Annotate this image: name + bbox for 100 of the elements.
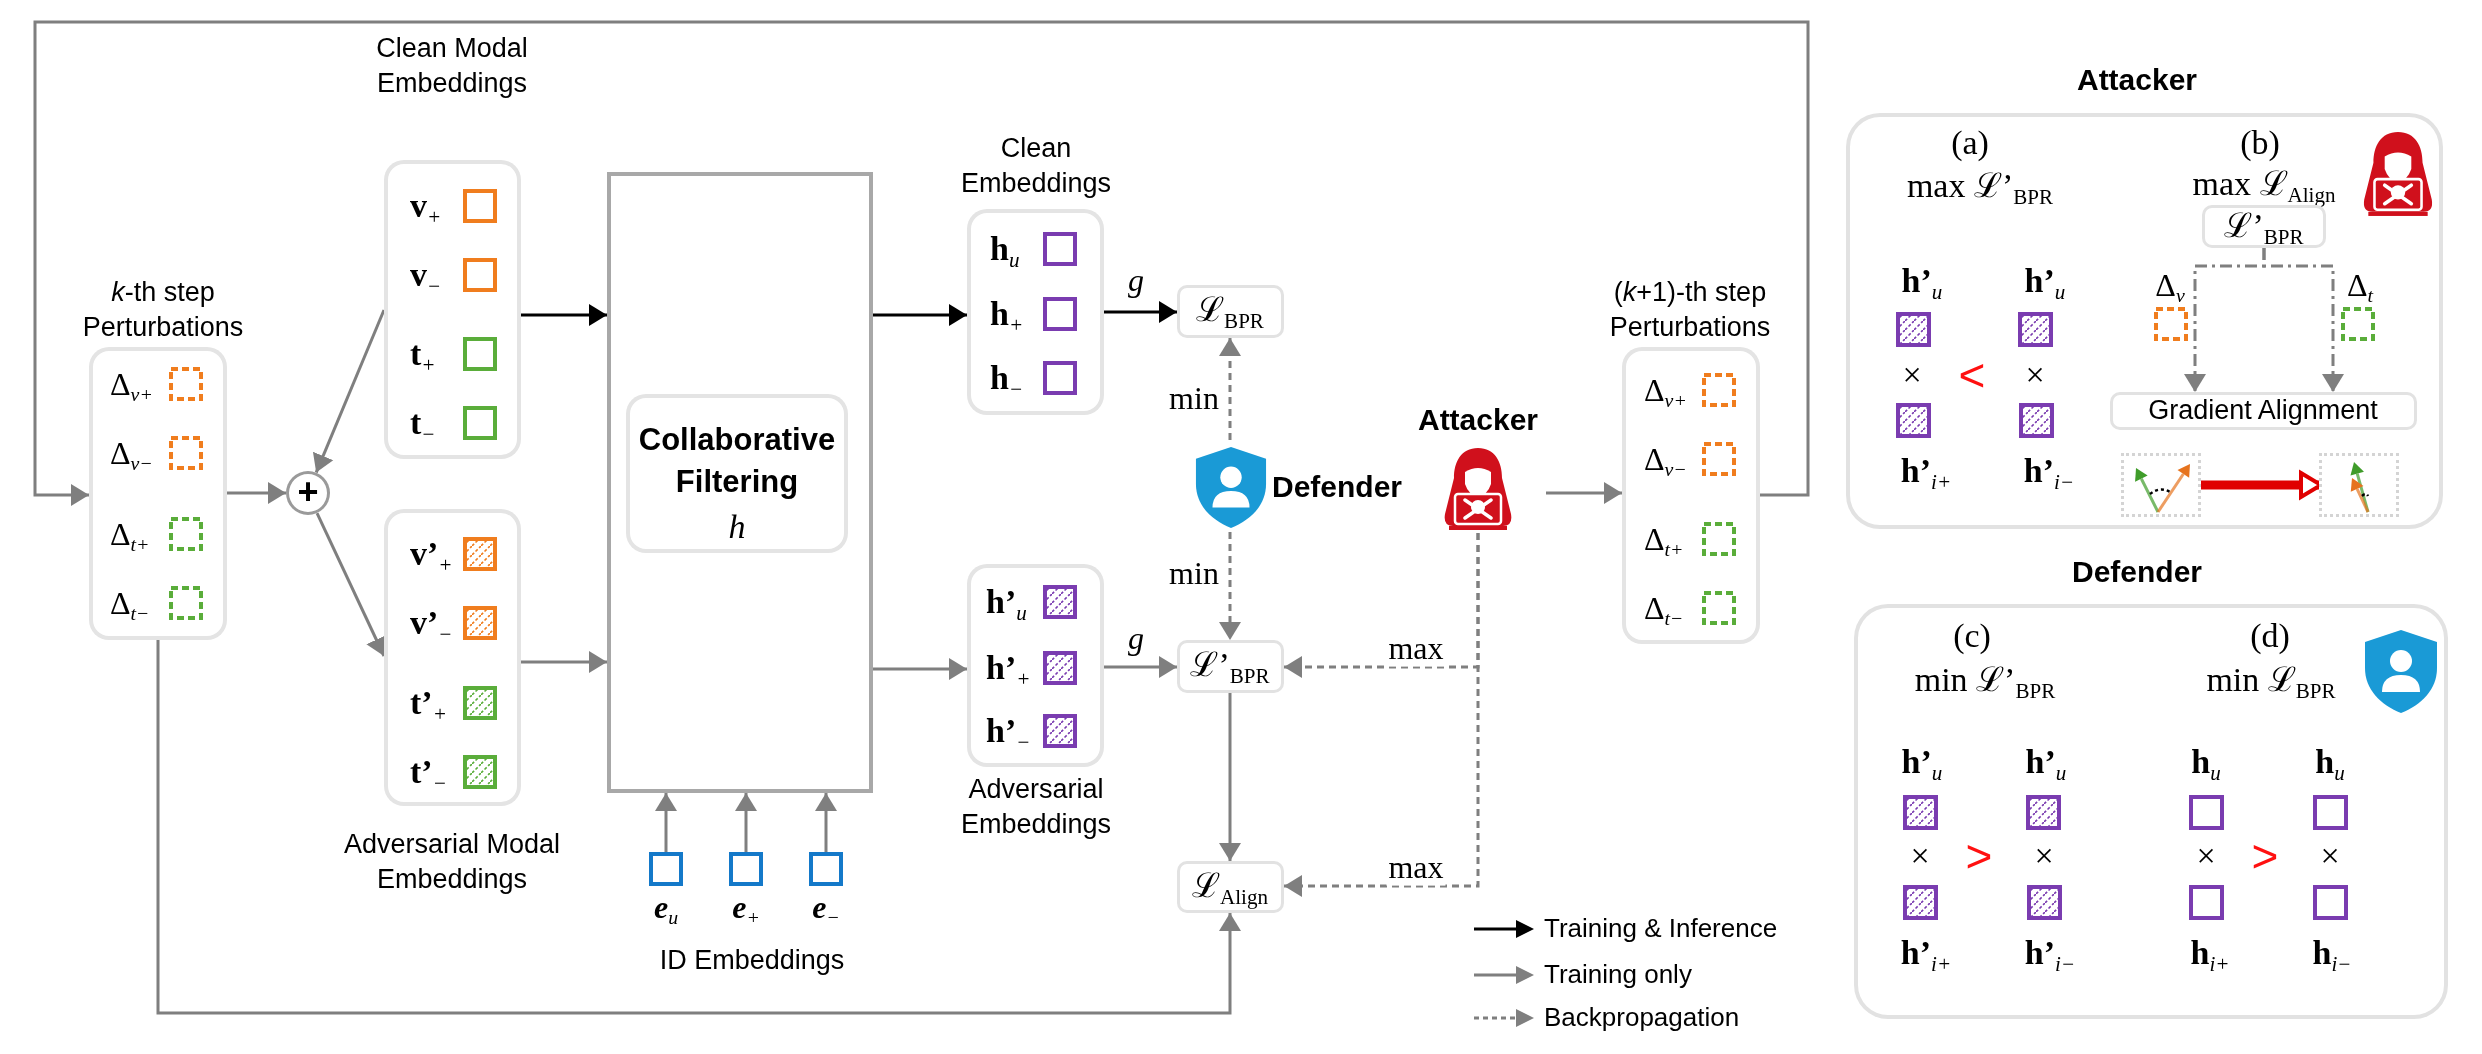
arrow: [1219, 338, 1241, 440]
vector-plot-box: [2121, 453, 2201, 517]
loss-box: [1177, 285, 1284, 338]
loss-box: [1177, 861, 1284, 913]
heading-text: Clean Modal Embeddings: [375, 31, 529, 100]
vector-label: h’$_{u}$: [1901, 742, 1943, 782]
vector-label: h’$_{u}$: [2025, 742, 2067, 782]
heading-text: Defender: [2072, 554, 2202, 590]
vector-label: h’$_{u}$: [2024, 261, 2066, 301]
heading-text: Adversarial Embeddings: [959, 772, 1113, 841]
heading-text: (k+1)-th step Perturbations: [1608, 275, 1772, 344]
legend-label: Backpropagation: [1544, 1003, 1740, 1033]
arrow: [521, 304, 607, 326]
comparison-sign: >: [1965, 829, 1993, 883]
function-label: h: [728, 507, 746, 547]
arrow: [156, 640, 1241, 1015]
math-label: ×: [2320, 836, 2340, 876]
math-label: ×: [2025, 355, 2045, 395]
math-label: ×: [2196, 836, 2216, 876]
arrow: [1219, 532, 1241, 640]
arrow: [1104, 656, 1177, 678]
math-label: (b): [2240, 123, 2280, 163]
math-label: ×: [2034, 836, 2054, 876]
heading-text: Gradient Alignment: [2148, 394, 2378, 428]
arrow: [873, 304, 967, 326]
vector-label: t$_{−}$: [410, 403, 436, 443]
comparison-sign: >: [2251, 829, 2279, 883]
comparison-sign: <: [1958, 348, 1986, 402]
legend-label: Training only: [1544, 960, 1692, 990]
vector-label: h$_{u}$: [990, 229, 1020, 269]
perturbation-label: Δ$_{v+}$: [110, 365, 153, 403]
math-label: ×: [1902, 355, 1922, 395]
heading-text: Attacker: [1417, 402, 1539, 438]
legend-label: Training & Inference: [1544, 914, 1778, 944]
math-label: (d): [2250, 616, 2290, 656]
arrow: [2262, 248, 2344, 392]
vector-label: h’$_{+}$: [986, 648, 1031, 688]
heading-text: Attacker: [2076, 62, 2198, 98]
arrow: [873, 658, 967, 680]
process-box: [2110, 392, 2417, 430]
vector-label: e$_{−}$: [812, 888, 840, 926]
group-label: ID Embeddings: [659, 944, 845, 978]
vector-label: t’$_{+}$: [410, 683, 447, 723]
arrow: [227, 482, 286, 504]
vector-label: h’$_{−}$: [986, 711, 1031, 751]
perturbation-label: Δ$_{v}$: [2155, 266, 2185, 304]
vector-label: e$_{u}$: [653, 888, 679, 926]
vector-label: h$_{u}$: [2315, 742, 2345, 782]
vector-label: t$_{+}$: [410, 334, 436, 374]
heading-text: Clean Embeddings: [959, 131, 1113, 200]
vector-label: h’$_{i−}$: [2023, 451, 2075, 491]
vector-label: v’$_{−}$: [410, 603, 453, 643]
vector-label: t’$_{−}$: [410, 752, 447, 792]
loss-box: [2202, 205, 2326, 248]
perturbation-label: Δ$_{t}$: [2346, 266, 2374, 304]
vector-label: h$_{+}$: [990, 294, 1024, 334]
perturbation-label: Δ$_{t+}$: [110, 515, 150, 553]
math-label: min ℒ$_{BPR}$: [2206, 660, 2336, 700]
perturbation-label: Δ$_{v−}$: [1644, 440, 1687, 478]
perturbation-label: Δ$_{t−}$: [1644, 589, 1684, 627]
vector-label: h’$_{i−}$: [2024, 933, 2076, 973]
arrow: [1219, 693, 1241, 861]
perturbation-label: Δ$_{t−}$: [110, 584, 150, 622]
heading-text: Adversarial Modal Embeddings: [342, 827, 562, 896]
vector-plot-box: [2319, 453, 2399, 517]
math-label: ℒ’$_{BPR}$: [1190, 645, 1270, 685]
arrow: [735, 793, 757, 852]
vector-label: v’$_{+}$: [410, 534, 453, 574]
vector-label: h’$_{i+}$: [1900, 933, 1952, 973]
vector-label: h$_{−}$: [990, 358, 1024, 398]
sum-circle: [286, 471, 330, 515]
plus-sign: +: [297, 471, 319, 513]
process-label: Collaborative Filtering: [637, 421, 837, 501]
process-box: [626, 394, 848, 553]
vector-label: h’$_{u}$: [986, 582, 1027, 622]
vector-label: h$_{u}$: [2191, 742, 2221, 782]
vector-label: h$_{i+}$: [2190, 933, 2230, 973]
math-label: ℒ’$_{BPR}$: [2224, 207, 2304, 246]
arrow: [655, 793, 677, 852]
math-label: max ℒ’$_{BPR}$: [1906, 166, 2054, 206]
vector-label: h’$_{i+}$: [1900, 451, 1952, 491]
vector-label: h’$_{u}$: [1901, 261, 1943, 301]
arrow: [1104, 301, 1177, 323]
arrow: [312, 309, 386, 474]
vector-label: v$_{−}$: [410, 255, 442, 295]
vector-label: e$_{+}$: [732, 888, 760, 926]
loss-box: [1177, 640, 1284, 693]
vector-label: v$_{+}$: [410, 186, 442, 226]
math-label: (a): [1951, 123, 1989, 163]
perturbation-label: Δ$_{v+}$: [1644, 371, 1687, 409]
perturbation-label: Δ$_{t+}$: [1644, 520, 1684, 558]
math-label: (c): [1953, 616, 1991, 656]
math-label: ℒ$_{BPR}$: [1196, 290, 1264, 330]
vector-label: h$_{i−}$: [2312, 933, 2352, 973]
arrow: [33, 20, 1810, 506]
arrow: [1284, 533, 1480, 897]
math-label: ×: [1910, 836, 1930, 876]
heading-text: Defender: [1272, 469, 1403, 505]
model-box: [607, 172, 873, 793]
heading-text: k-th step Perturbations: [81, 275, 245, 344]
